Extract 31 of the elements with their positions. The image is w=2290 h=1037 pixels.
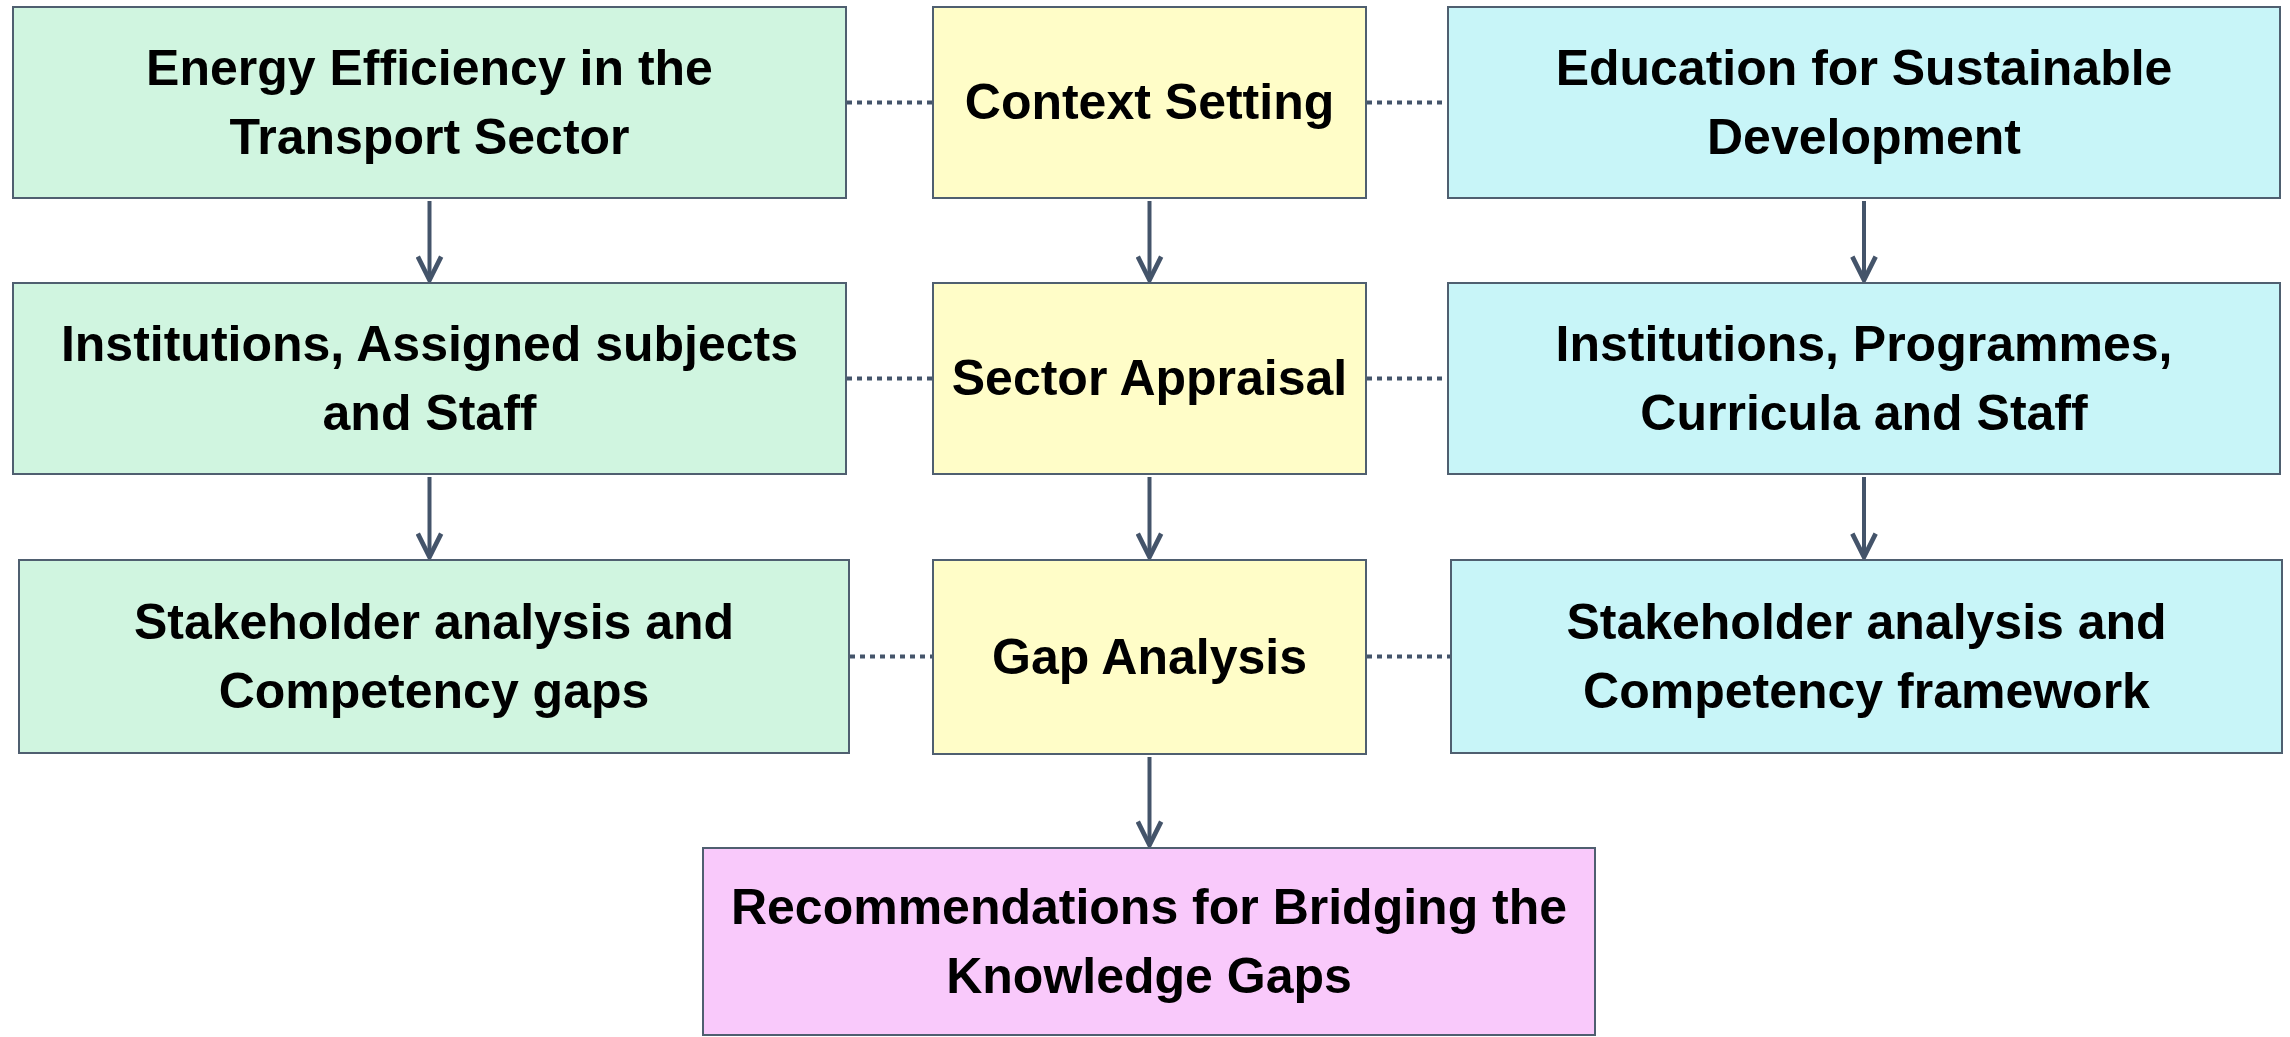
process-box [932,282,1367,475]
dotted-connector [847,376,932,381]
arrow [1850,201,1878,283]
dotted-connector [850,654,932,659]
arrow [1850,477,1878,560]
box-label: Stakeholder analysis and Competency framework [1565,592,2168,721]
dotted-connector [1367,654,1450,659]
box-label: Institutions, Assigned subjects and Staff [59,314,800,443]
box-label: Sector Appraisal [950,349,1349,408]
box-label: Stakeholder analysis and Competency gaps [132,592,736,721]
box-label: Gap Analysis [991,627,1308,687]
arrow [1135,477,1164,560]
process-box [1447,6,2281,199]
process-box [12,6,847,199]
arrow [1135,757,1164,848]
arrow [415,477,444,560]
box-label: Context Setting [963,73,1336,132]
process-box [932,559,1367,755]
process-box [932,6,1367,199]
process-box [18,559,850,754]
process-box [1447,282,2281,475]
process-box [12,282,847,475]
arrow [1135,201,1164,283]
box-label: Energy Efficiency in the Transport Sector [145,38,714,167]
box-label: Institutions, Programmes, Curricula and Staff [1554,314,2174,443]
box-label: Recommendations for Bridging the Knowledge Gaps [729,877,1569,1006]
arrow [415,201,444,283]
box-label: Education for Sustainable Development [1554,38,2174,167]
process-box [1450,559,2283,754]
dotted-connector [847,100,932,105]
process-box [702,847,1596,1036]
